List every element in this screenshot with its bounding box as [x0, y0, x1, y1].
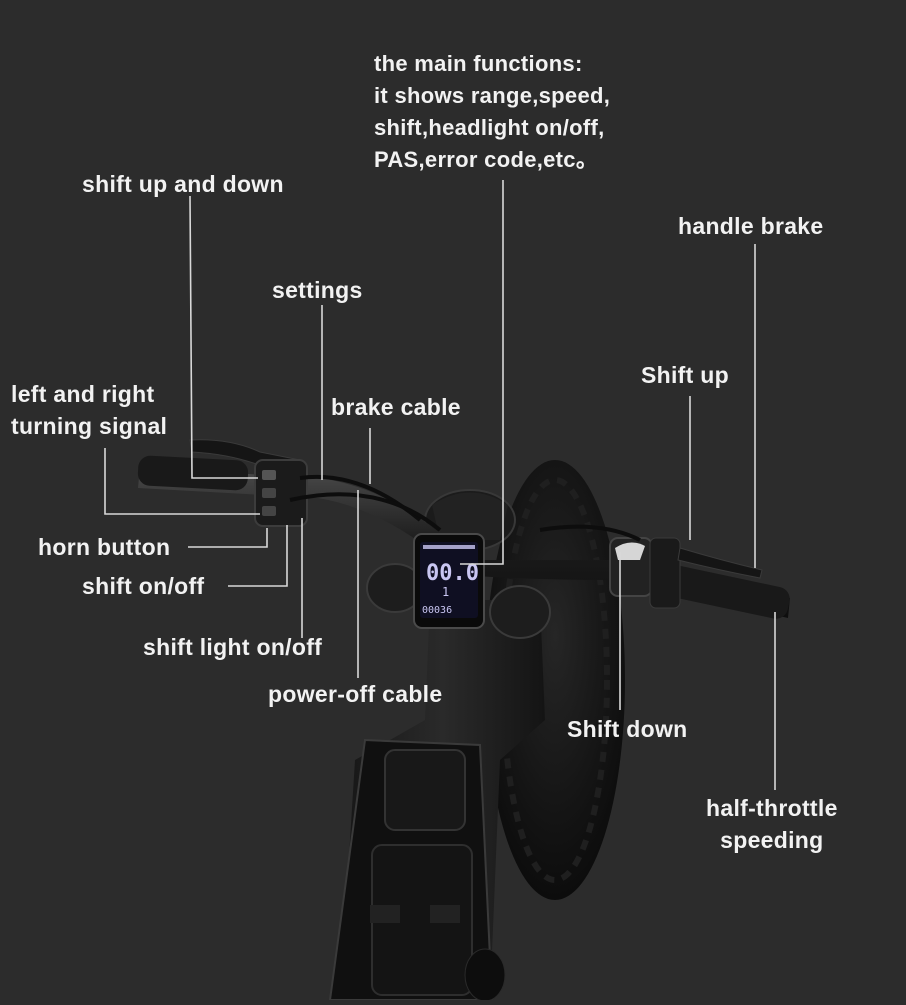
label-turning-signal: left and right turning signal: [11, 381, 168, 439]
label-shift-up: Shift up: [641, 362, 729, 388]
leader-lines: [104, 180, 776, 790]
leader-turning-signal: [104, 448, 260, 515]
label-settings: settings: [272, 277, 363, 303]
label-shift-up-down: shift up and down: [82, 171, 284, 197]
leader-shift-onoff: [228, 525, 288, 587]
leader-shift-up-down: [189, 195, 258, 479]
lcd-odo: 00036: [422, 605, 452, 616]
left-controls: [189, 439, 308, 527]
label-main-functions: the main functions: it shows range,speed…: [374, 51, 611, 172]
leader-horn: [188, 528, 268, 548]
lcd-display: 00.0 1 00036: [413, 533, 485, 629]
lcd-pas: 1: [442, 585, 449, 599]
frame-body: [328, 600, 545, 1002]
label-shift-light: shift light on/off: [143, 634, 323, 660]
label-shift-down: Shift down: [567, 716, 688, 742]
leader-main-functions: [460, 180, 504, 565]
label-brake-cable: brake cable: [331, 394, 461, 420]
label-handle-brake: handle brake: [678, 213, 824, 239]
label-power-off-cable: power-off cable: [268, 681, 443, 707]
cables: [289, 474, 641, 542]
lcd-speed: 00.0: [426, 561, 479, 586]
label-horn-button: horn button: [38, 534, 171, 560]
label-half-throttle: half-throttle speeding: [706, 795, 838, 853]
label-shift-on-off: shift on/off: [82, 573, 205, 599]
